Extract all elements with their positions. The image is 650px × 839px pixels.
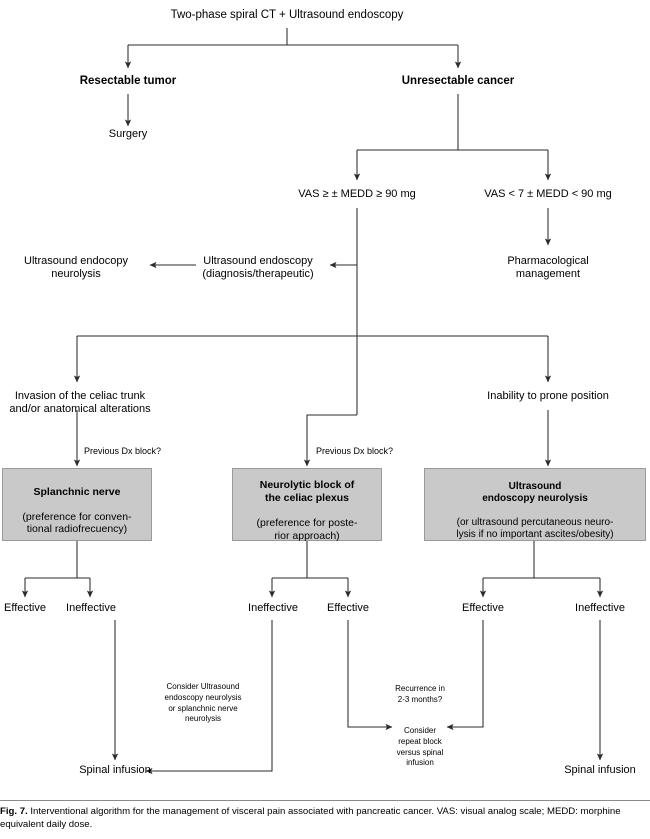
label-ineffective-3: Ineffective [575,602,625,614]
node-vas-low: VAS < 7 ± MEDD < 90 mg [484,188,612,200]
box-neurolytic-block-title: Neurolytic block of the celiac plexus [259,479,355,504]
node-invasion-celiac-trunk: Invasion of the celiac trunk and/or anat… [9,390,151,416]
box-neurolytic-block-celiac-plexus[interactable]: Neurolytic block of the celiac plexus (p… [232,468,382,542]
box-splanchnic-nerve[interactable]: Splanchnic nerve (preference for conven-… [2,468,152,541]
figure-caption-text: Interventional algorithm for the managem… [0,806,621,830]
label-effective-1: Effective [4,602,46,614]
node-ultrasound-endoscopy-neurolysis: Ultrasound endocopy neurolysis [24,255,128,281]
note-recurrence: Recurrence in 2-3 months? [395,684,445,704]
label-ineffective-1: Ineffective [66,602,116,614]
figure-number: Fig. 7. [0,806,28,817]
note-consider-repeat-block: Consider repeat block versus spinal infu… [396,726,444,768]
label-effective-2: Effective [327,602,369,614]
figure-caption: Fig. 7. Interventional algorithm for the… [0,806,650,832]
box-splanchnic-nerve-title: Splanchnic nerve [33,485,121,498]
box-splanchnic-nerve-detail: (preference for conven- tional radiofrec… [22,510,132,536]
box-ultrasound-neurolysis-detail: (or ultrasound percutaneous neuro- lysis… [456,516,614,540]
node-unresectable-cancer: Unresectable cancer [401,75,515,87]
node-pharmacological-management: Pharmacological management [507,255,589,281]
label-previous-dx-block-middle: Previous Dx block? [316,446,394,456]
node-surgery: Surgery [108,128,148,140]
node-spinal-infusion-right: Spinal infusion [564,764,636,776]
node-ultrasound-endoscopy-diagnostic: Ultrasound endoscopy (diagnosis/therapeu… [202,255,314,281]
caption-divider [0,800,650,801]
node-root: Two-phase spiral CT + Ultrasound endosco… [170,9,404,21]
label-ineffective-2: Ineffective [248,602,298,614]
node-spinal-infusion-left: Spinal infusion [79,764,151,776]
box-neurolytic-block-detail: (preference for poste- rior approach) [256,517,358,542]
node-inability-prone-position: Inability to prone position [487,390,609,402]
node-resectable-tumor: Resectable tumor [79,75,177,87]
label-effective-3: Effective [462,602,504,614]
box-ultrasound-endoscopy-neurolysis[interactable]: Ultrasound endoscopy neurolysis (or ultr… [424,468,646,541]
node-vas-high: VAS ≥ ± MEDD ≥ 90 mg [298,188,416,200]
label-previous-dx-block-left: Previous Dx block? [84,446,162,456]
box-ultrasound-neurolysis-title: Ultrasound endoscopy neurolysis [482,480,588,504]
note-consider-ultrasound-neurolysis: Consider Ultrasound endoscopy neurolysis… [164,682,242,724]
